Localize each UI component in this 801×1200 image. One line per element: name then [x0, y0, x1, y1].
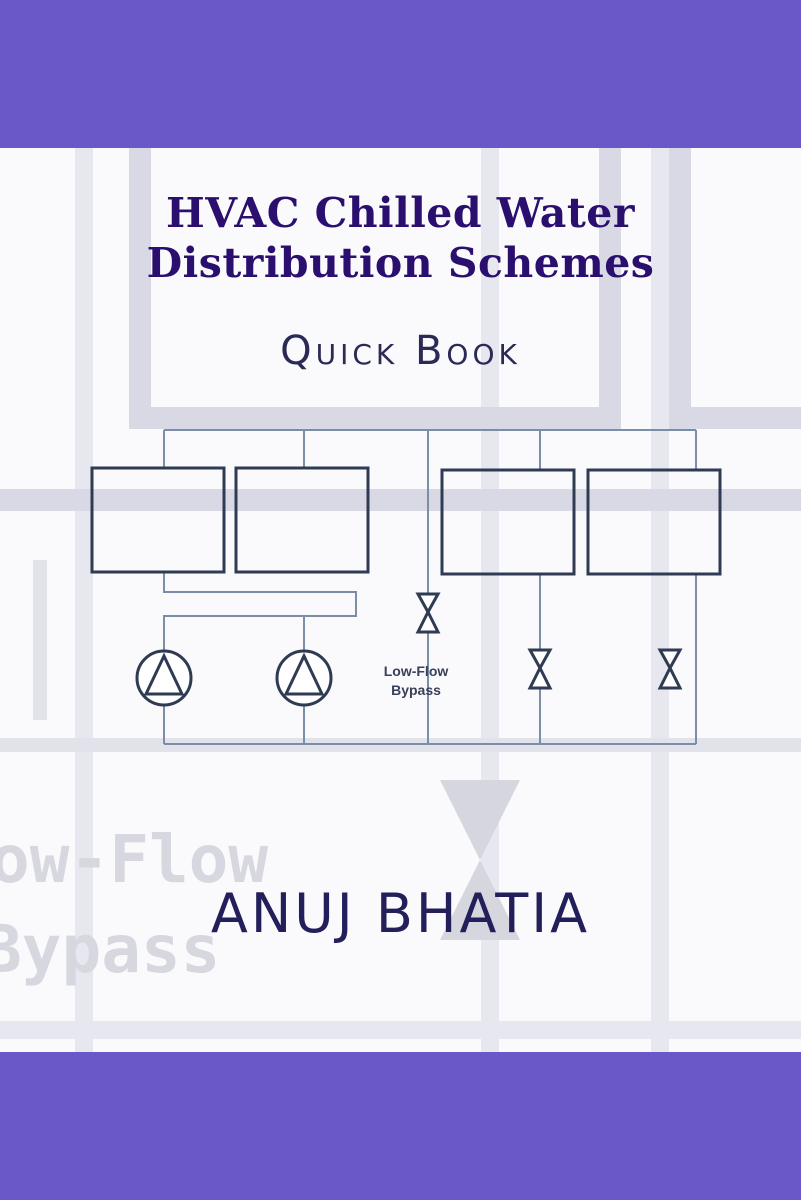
bypass-label-line-2: Bypass [391, 682, 441, 698]
pump-2-icon [275, 649, 333, 707]
svg-text:Bypass: Bypass [0, 911, 220, 988]
load-1-valve-icon [527, 648, 553, 690]
book-author: ANUJ BHATIA [210, 882, 591, 945]
svg-text:ow-Flow: ow-Flow [0, 821, 268, 898]
low-flow-bypass-label: Low-Flow Bypass [366, 662, 466, 700]
title-line-1: HVAC Chilled Water [166, 189, 635, 237]
load-2-box [586, 468, 722, 576]
title-line-2: Distribution Schemes [146, 239, 655, 287]
bypass-valve-icon [415, 592, 441, 634]
bypass-label-line-1: Low-Flow [383, 663, 449, 679]
load-1-box [440, 468, 576, 576]
load-2-valve-icon [657, 648, 683, 690]
book-title: HVAC Chilled Water Distribution Schemes [0, 188, 801, 288]
pump-1-icon [135, 649, 193, 707]
piping [163, 429, 697, 745]
bottom-color-band [0, 1052, 801, 1200]
chiller-2-box [234, 466, 370, 574]
book-subtitle: Quick Book [280, 328, 521, 374]
top-color-band [0, 0, 801, 148]
chiller-1-box [90, 466, 226, 574]
